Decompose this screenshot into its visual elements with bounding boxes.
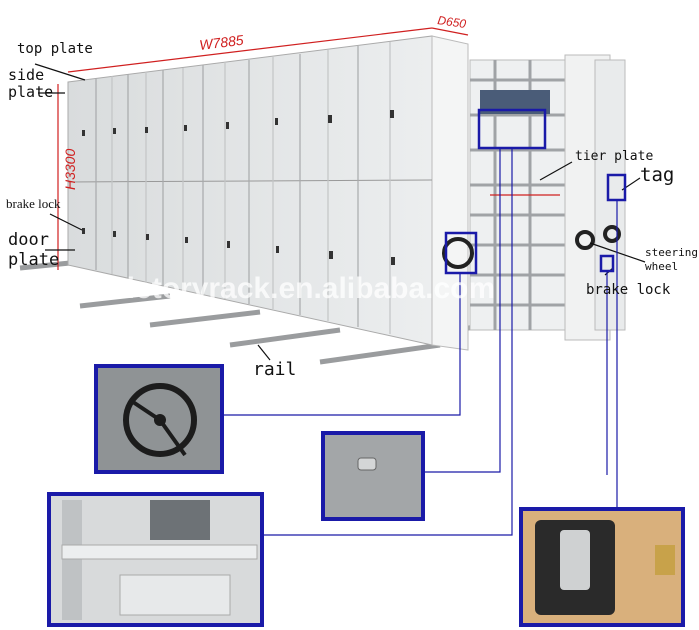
label-side-plate-line1: side [8,66,44,84]
dimension-depth: D650 [437,13,468,31]
watermark: victoryrack.en.alibaba.com [110,272,495,305]
label-side-plate-line2: plate [8,83,53,101]
connector-lines [222,148,618,536]
label-tag: tag [640,164,674,186]
label-top-plate: top plate [17,41,93,57]
label-door-plate-line2: plate [8,250,59,270]
label-brake-lock-left: brake lock [6,196,61,211]
cabinet-front [67,35,469,351]
inset-steering-wheel [94,364,224,474]
label-steering-wheel-line1: steering [645,246,698,259]
dimension-lines [57,27,560,270]
inset-brake-lock [321,431,425,521]
inset-tier-plate [47,492,264,627]
label-tier-plate: tier plate [575,149,653,164]
open-shelving [469,54,626,341]
label-steering-wheel-line2: wheel [645,260,678,273]
steering-wheel-icons [442,225,621,269]
label-door-plate-line1: door [8,230,49,250]
label-brake-lock-right: brake lock [586,282,671,298]
dimension-width: W7885 [198,32,244,53]
label-rail: rail [253,359,296,380]
inset-tag-lock [519,507,685,627]
dimension-height: H3300 [62,149,78,190]
